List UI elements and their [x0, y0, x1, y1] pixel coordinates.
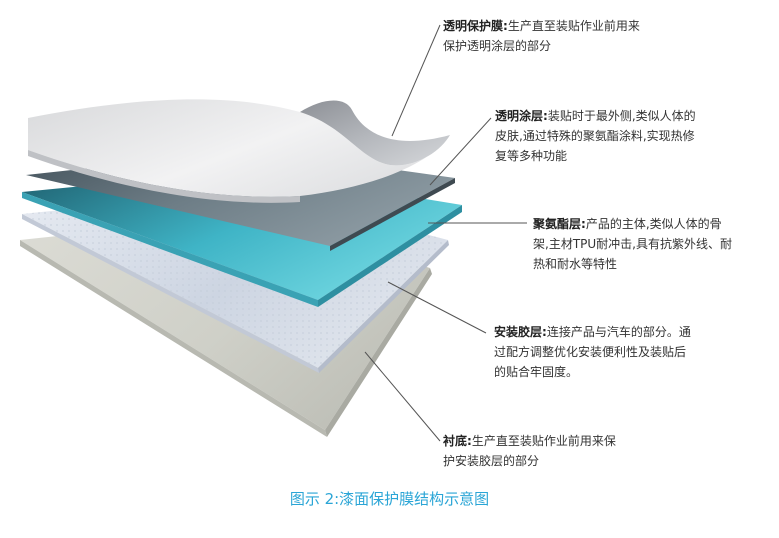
- label-term: 衬底:: [443, 434, 472, 448]
- label-term: 透明涂层:: [495, 109, 548, 123]
- label-term: 安装胶层:: [494, 325, 547, 339]
- leader-line-protective-film: [391, 24, 441, 137]
- leader-line-adhesive: [387, 281, 487, 334]
- label-text: 的贴合牢固度。: [494, 365, 579, 379]
- leader-line-liner: [364, 351, 441, 442]
- label-text: 架,主材TPU耐冲击,具有抗紫外线、耐: [533, 237, 732, 251]
- label-text: 装贴时于最外侧,类似人体的: [547, 109, 696, 123]
- label-text: 保护透明涂层的部分: [443, 39, 552, 53]
- label-term: 透明保护膜:: [443, 19, 508, 33]
- label-text: 生产直至装贴作业前用来保: [471, 434, 616, 448]
- protective-film-layer: [28, 99, 450, 203]
- label-adhesive-layer: 安装胶层:连接产品与汽车的部分。通 过配方调整优化安装便利性及装贴后 的贴合牢固…: [494, 322, 691, 382]
- label-protective-film: 透明保护膜:生产直至装贴作业前用来 保护透明涂层的部分: [443, 16, 640, 56]
- label-text: 产品的主体,类似人体的骨: [585, 217, 722, 231]
- label-clear-coat: 透明涂层:装贴时于最外侧,类似人体的 皮肤,通过特殊的聚氨酯涂料,实现热修 复等…: [495, 106, 696, 166]
- label-text: 护安装胶层的部分: [443, 454, 540, 468]
- figure-caption: 图示 2:漆面保护膜结构示意图: [289, 490, 490, 508]
- label-text: 复等多种功能: [495, 149, 568, 163]
- label-liner: 衬底:生产直至装贴作业前用来保 护安装胶层的部分: [443, 431, 616, 471]
- label-term: 聚氨酯层:: [533, 217, 586, 231]
- label-text: 连接产品与汽车的部分。通: [546, 325, 691, 339]
- leader-lines: [364, 24, 527, 442]
- label-tpu-layer: 聚氨酯层:产品的主体,类似人体的骨 架,主材TPU耐冲击,具有抗紫外线、耐 热和…: [533, 214, 732, 274]
- label-text: 热和耐水等特性: [533, 257, 618, 271]
- label-text: 皮肤,通过特殊的聚氨酯涂料,实现热修: [495, 129, 695, 143]
- leader-line-clear-coat: [429, 117, 492, 186]
- label-text: 生产直至装贴作业前用来: [507, 19, 640, 33]
- label-text: 过配方调整优化安装便利性及装贴后: [494, 345, 687, 359]
